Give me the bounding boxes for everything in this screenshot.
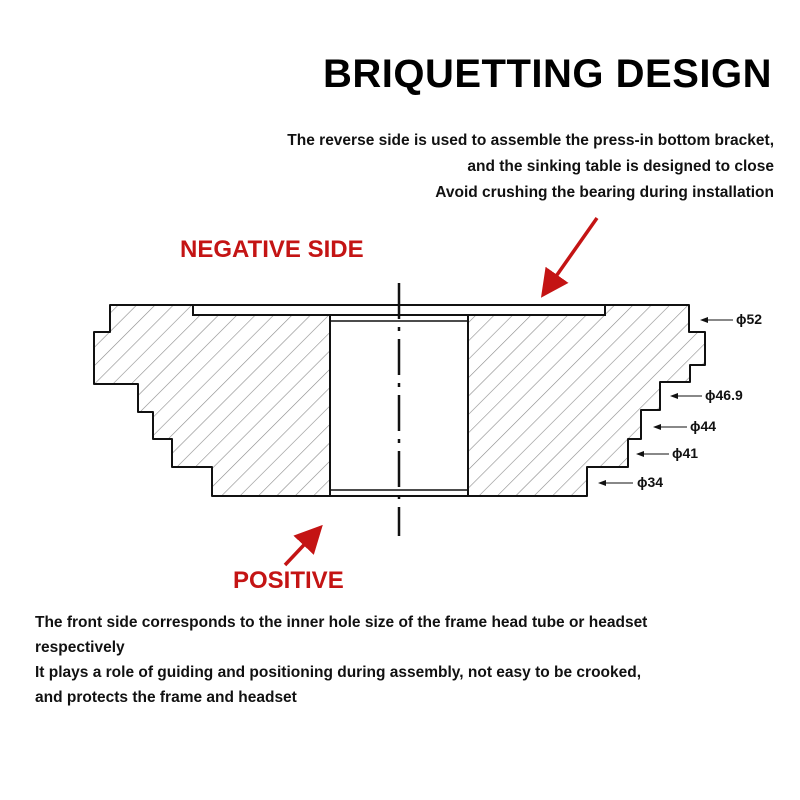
left-section-body xyxy=(93,304,331,497)
positive-side-label: POSITIVE xyxy=(233,567,344,594)
right-section-body xyxy=(467,304,706,497)
page-title: BRIQUETTING DESIGN xyxy=(322,52,772,96)
front-note-line: respectively xyxy=(35,639,125,656)
reverse-note-line: The reverse side is used to assemble the… xyxy=(287,132,774,149)
dimension-label-41: ϕ41 xyxy=(672,445,699,461)
front-note-line: It plays a role of guiding and positioni… xyxy=(35,664,642,681)
dimension-label-44: ϕ44 xyxy=(690,418,717,434)
front-note-line: The front side corresponds to the inner … xyxy=(35,614,648,631)
front-side-note: The front side corresponds to the inner … xyxy=(35,610,775,710)
dimension-label-46-9: ϕ46.9 xyxy=(705,387,743,403)
negative-side-label: NEGATIVE SIDE xyxy=(180,236,364,263)
reverse-side-arrow xyxy=(540,216,599,298)
front-note-line: and protects the frame and headset xyxy=(35,689,297,706)
reverse-note-line: Avoid crushing the bearing during instal… xyxy=(435,184,774,201)
dimension-label-52: ϕ52 xyxy=(736,311,763,327)
positive-side-arrow xyxy=(283,524,323,567)
reverse-note-line: and the sinking table is designed to clo… xyxy=(467,158,774,175)
reverse-side-note: The reverse side is used to assemble the… xyxy=(287,128,774,206)
dimension-label-34: ϕ34 xyxy=(637,474,664,490)
